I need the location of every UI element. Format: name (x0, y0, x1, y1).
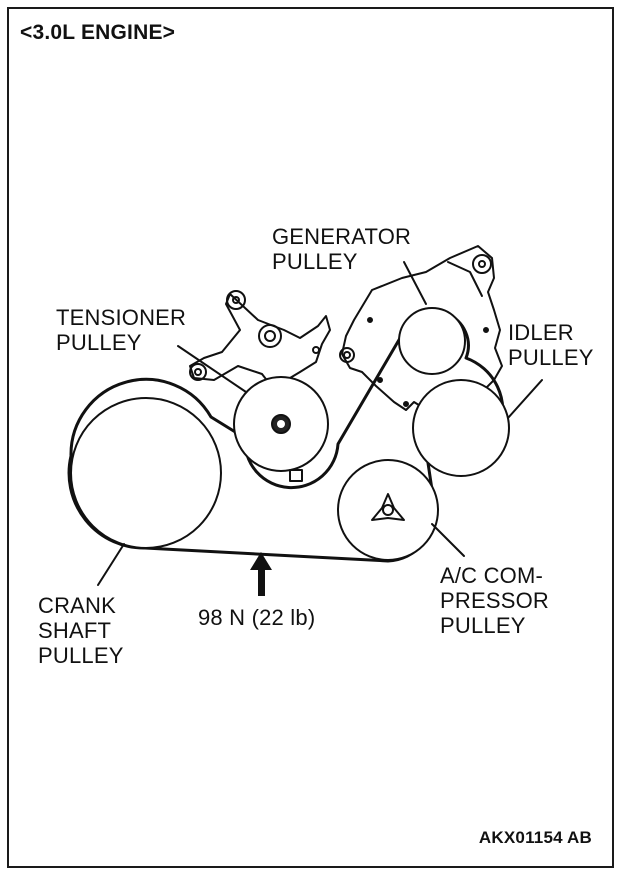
tensioner-mount-bolt (226, 290, 246, 310)
page-title: <3.0L ENGINE> (20, 21, 176, 44)
tensioner-bracket (189, 293, 331, 393)
tension-arrow (250, 552, 272, 596)
leader-ac-compressor (431, 523, 465, 557)
generator-pulley-label: GENERATOR PULLEY (272, 224, 412, 274)
generator-pulley (398, 307, 466, 375)
leader-tensioner (177, 345, 247, 393)
tensioner-lower-bolt (189, 363, 207, 381)
tensioner-pivot (258, 324, 282, 348)
figure-code: AKX01154 AB (478, 828, 592, 847)
belt-tension-label: 98 N (22 lb) (198, 605, 316, 630)
crankshaft-pulley (70, 397, 222, 549)
leader-idler (507, 379, 543, 419)
ac-compressor-pulley-label: A/C COM- PRESSOR PULLEY (440, 563, 549, 638)
bracket-bolt (339, 347, 355, 363)
leader-crankshaft (97, 543, 125, 586)
leader-generator (403, 261, 427, 305)
tensioner-pulley-label: TENSIONER PULLEY (56, 305, 187, 355)
generator-mount-bolt (472, 254, 492, 274)
tensioner-lower-nut (289, 469, 303, 482)
idler-pulley-label: IDLER PULLEY (508, 320, 594, 370)
idler-pulley (412, 379, 510, 477)
generator-bracket-arm (447, 261, 483, 297)
crankshaft-pulley-label: CRANK SHAFT PULLEY (38, 593, 124, 668)
